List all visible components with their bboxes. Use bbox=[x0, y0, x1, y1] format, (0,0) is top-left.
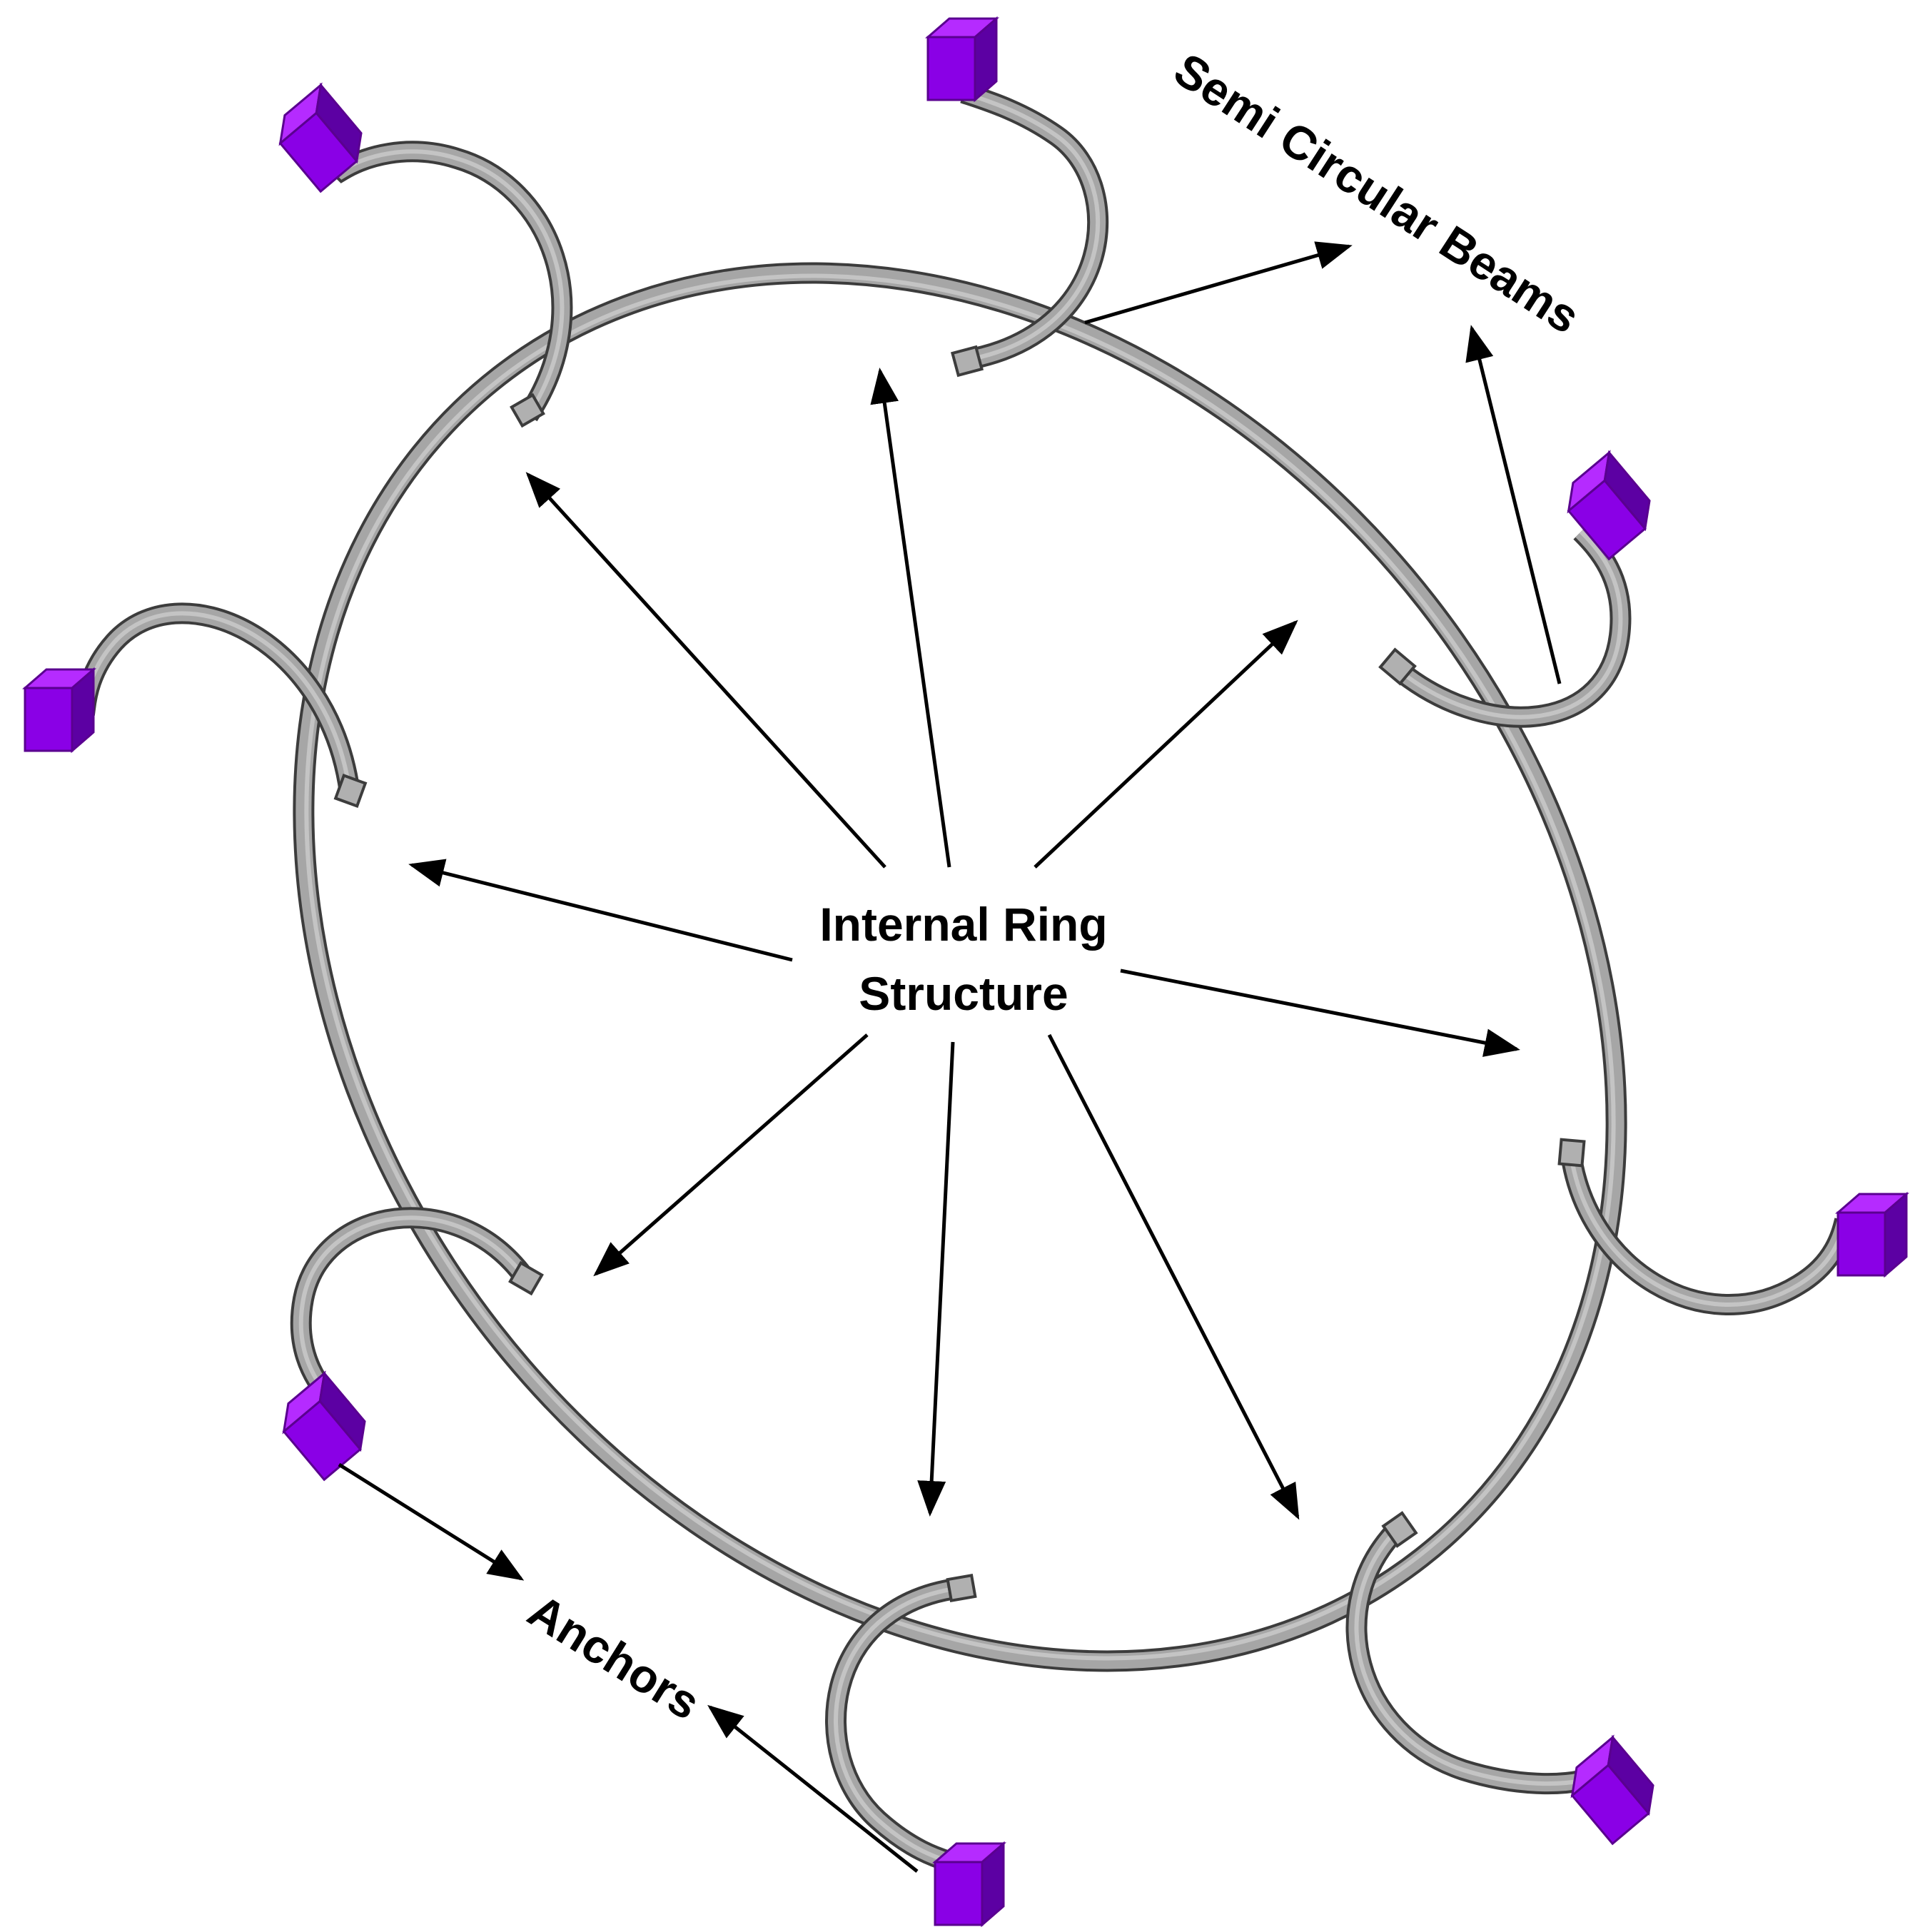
ring-arrows bbox=[408, 368, 1520, 1520]
anchor-bottom-left bbox=[271, 1372, 378, 1481]
internal-ring bbox=[293, 262, 1627, 1672]
arrow-ring-top bbox=[870, 368, 951, 868]
beam-top-left bbox=[333, 141, 573, 428]
arrow-ring-bottom bbox=[917, 1041, 955, 1517]
beam-bottom bbox=[825, 1573, 977, 1873]
anchor-top-left bbox=[267, 84, 375, 193]
beam-bottom-left bbox=[290, 1207, 544, 1418]
anchor-top bbox=[926, 17, 998, 101]
arrow-ring-left bbox=[408, 859, 793, 962]
beam-right-lower bbox=[1557, 1138, 1856, 1315]
anchor-right-lower bbox=[1836, 1193, 1908, 1277]
anchor-right-upper bbox=[1555, 451, 1663, 560]
internal-ring-label-line1: Internal Ring bbox=[819, 898, 1107, 951]
arrow-ring-lower-right bbox=[1047, 1033, 1300, 1520]
arrow-ring-lower-left bbox=[593, 1033, 869, 1277]
arrow-ring-upper-right bbox=[1034, 619, 1298, 869]
arrow-ring-upper-left bbox=[525, 472, 886, 869]
anchor-arrows bbox=[338, 1462, 919, 1873]
beam-bottom-right bbox=[1345, 1511, 1583, 1795]
semi-circular-beams bbox=[74, 82, 1856, 1873]
anchors-label: Anchors bbox=[520, 1584, 709, 1730]
beam-top bbox=[950, 82, 1109, 378]
anchor-bottom-right bbox=[1559, 1736, 1667, 1845]
arrow-ring-right bbox=[1120, 968, 1520, 1057]
arrow-anchor-upper bbox=[338, 1462, 525, 1581]
beam-right-upper bbox=[1378, 524, 1632, 728]
anchor-left bbox=[24, 668, 95, 752]
internal-ring-label-line2: Structure bbox=[859, 967, 1068, 1020]
arrow-anchor-lower bbox=[707, 1704, 919, 1873]
beam-arrows bbox=[1084, 241, 1562, 684]
arrow-beam-right bbox=[1465, 325, 1562, 684]
semi-circular-beams-label: Semi Circular Beams bbox=[1165, 43, 1589, 344]
arrow-beam-top bbox=[1084, 241, 1353, 325]
anchor-bottom bbox=[934, 1842, 1005, 1926]
